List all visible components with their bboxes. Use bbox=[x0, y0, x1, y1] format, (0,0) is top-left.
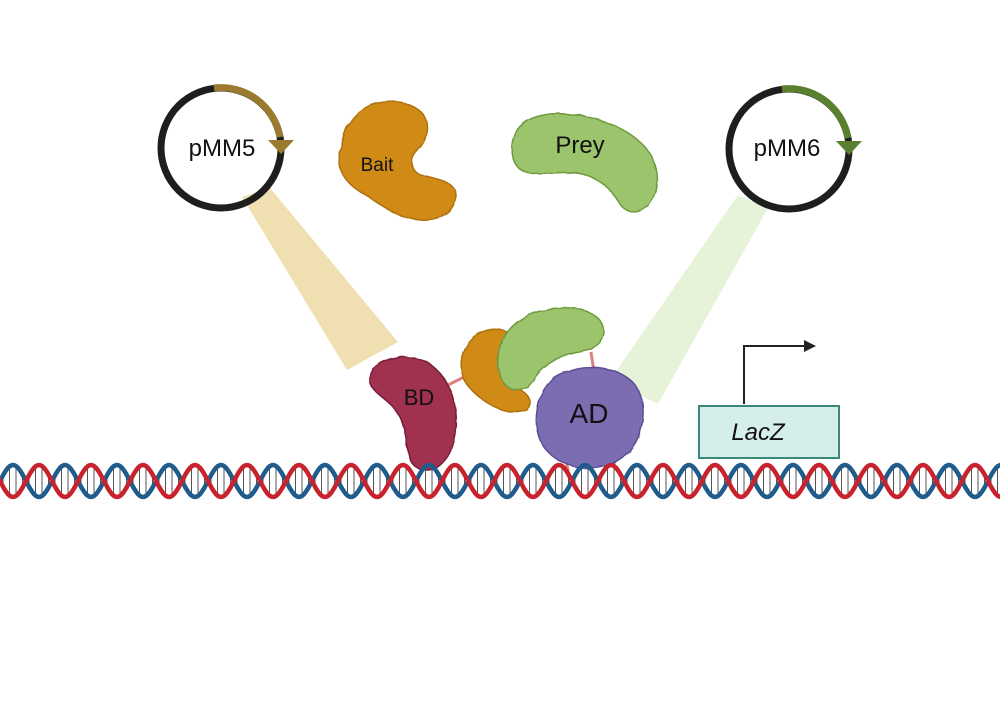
ad-label: AD bbox=[570, 398, 609, 429]
right-expression-beam bbox=[610, 195, 768, 404]
plasmid-pmm6: pMM6 bbox=[725, 85, 862, 213]
dna-strand-blue bbox=[0, 462, 1000, 500]
bound-prey-protein bbox=[497, 306, 605, 391]
bait-protein: Bait bbox=[338, 100, 457, 221]
bd-label: BD bbox=[404, 385, 435, 410]
lacz-reporter: LacZ bbox=[698, 405, 840, 459]
promoter-arrowhead-icon bbox=[804, 340, 816, 352]
bd-protein: BD bbox=[368, 356, 458, 471]
plasmid-pmm5-label: pMM5 bbox=[189, 135, 256, 162]
dna-strand-red bbox=[0, 462, 1000, 500]
bait-label: Bait bbox=[361, 155, 394, 176]
ad-protein: AD bbox=[535, 366, 644, 469]
lacz-label: LacZ bbox=[731, 419, 786, 446]
plasmid-pmm6-label: pMM6 bbox=[754, 135, 821, 162]
dna-helix bbox=[0, 462, 1000, 500]
left-expression-beam bbox=[242, 188, 398, 370]
prey-protein: Prey bbox=[511, 112, 658, 213]
prey-label: Prey bbox=[555, 132, 604, 159]
plasmid-pmm5: pMM5 bbox=[157, 84, 294, 212]
promoter-arrow bbox=[743, 345, 806, 404]
